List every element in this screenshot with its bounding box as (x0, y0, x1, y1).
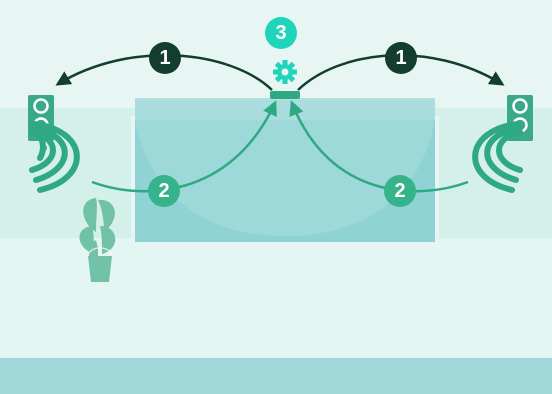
plant-icon (79, 198, 116, 282)
arrow-step2-right (289, 100, 469, 193)
floor (0, 358, 552, 394)
step-1-label-right: 1 (395, 47, 406, 69)
step-2-label-left: 2 (158, 180, 169, 202)
step-2-badge-left: 2 (148, 175, 180, 207)
step-1-label-left: 1 (159, 47, 170, 69)
gear-icon (273, 60, 297, 84)
arrow-step2-left (91, 100, 277, 193)
step-3-label: 3 (275, 22, 286, 44)
step-3-badge: 3 (265, 17, 297, 49)
left-sound-waves (29, 121, 80, 193)
soundbar-icon (270, 91, 300, 99)
right-sound-waves (472, 121, 523, 193)
wall-lower (0, 238, 552, 358)
sound-beam (135, 100, 435, 236)
step-1-badge-right: 1 (385, 42, 417, 74)
step-2-badge-right: 2 (384, 175, 416, 207)
step-2-label-right: 2 (394, 180, 405, 202)
step-1-badge-left: 1 (149, 42, 181, 74)
